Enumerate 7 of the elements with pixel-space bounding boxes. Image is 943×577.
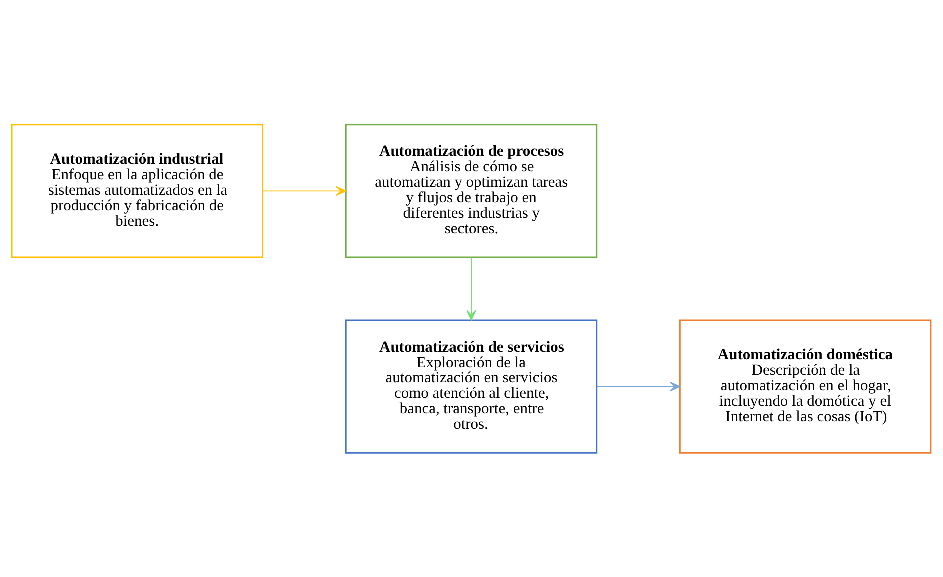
node-box: Automatización doméstica Descripción de la automatización en el hogar, incluyendo la domótica y el Internet de las cosas (IoT): [679, 319, 932, 454]
node-box: Automatización de servicios Exploración de la automatización en servicios como atención al cliente, banca, transporte, entre otros.: [345, 319, 598, 454]
arrow: [466, 256, 476, 320]
node-box: Automatización industrial Enfoque en la aplicación de sistemas automatizados en la producción y fabricación de bienes.: [11, 124, 264, 258]
arrow: [262, 186, 347, 196]
node-box: Automatización de procesos Análisis de cómo se automatizan y optimizan tareas y flujos de trabajo en diferentes industrias y sectores.: [345, 124, 598, 258]
arrow: [596, 381, 681, 392]
